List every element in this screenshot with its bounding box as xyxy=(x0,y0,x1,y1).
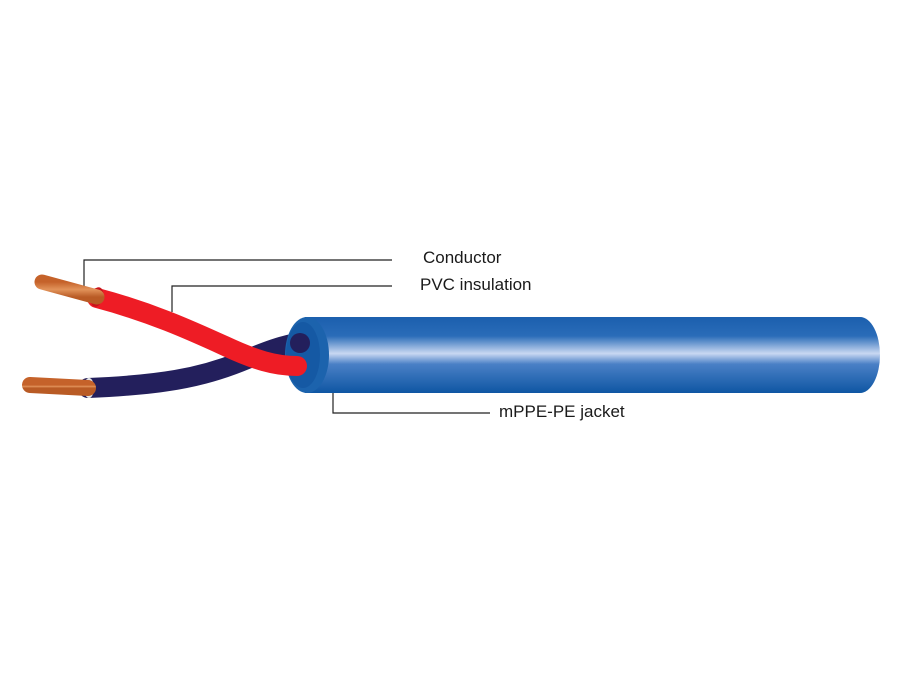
jacket-label: mPPE-PE jacket xyxy=(499,402,625,421)
cable-jacket xyxy=(285,317,880,393)
jacket-leader-line xyxy=(332,392,490,414)
conductor-label: Conductor xyxy=(423,248,502,267)
blue-core xyxy=(22,333,310,398)
insulation-leader-line xyxy=(171,285,392,312)
blue-core-end xyxy=(290,333,310,353)
red-core xyxy=(34,274,307,376)
leader-lines xyxy=(83,259,490,414)
insulation-label: PVC insulation xyxy=(420,275,532,294)
conductor-leader-line xyxy=(83,259,392,290)
